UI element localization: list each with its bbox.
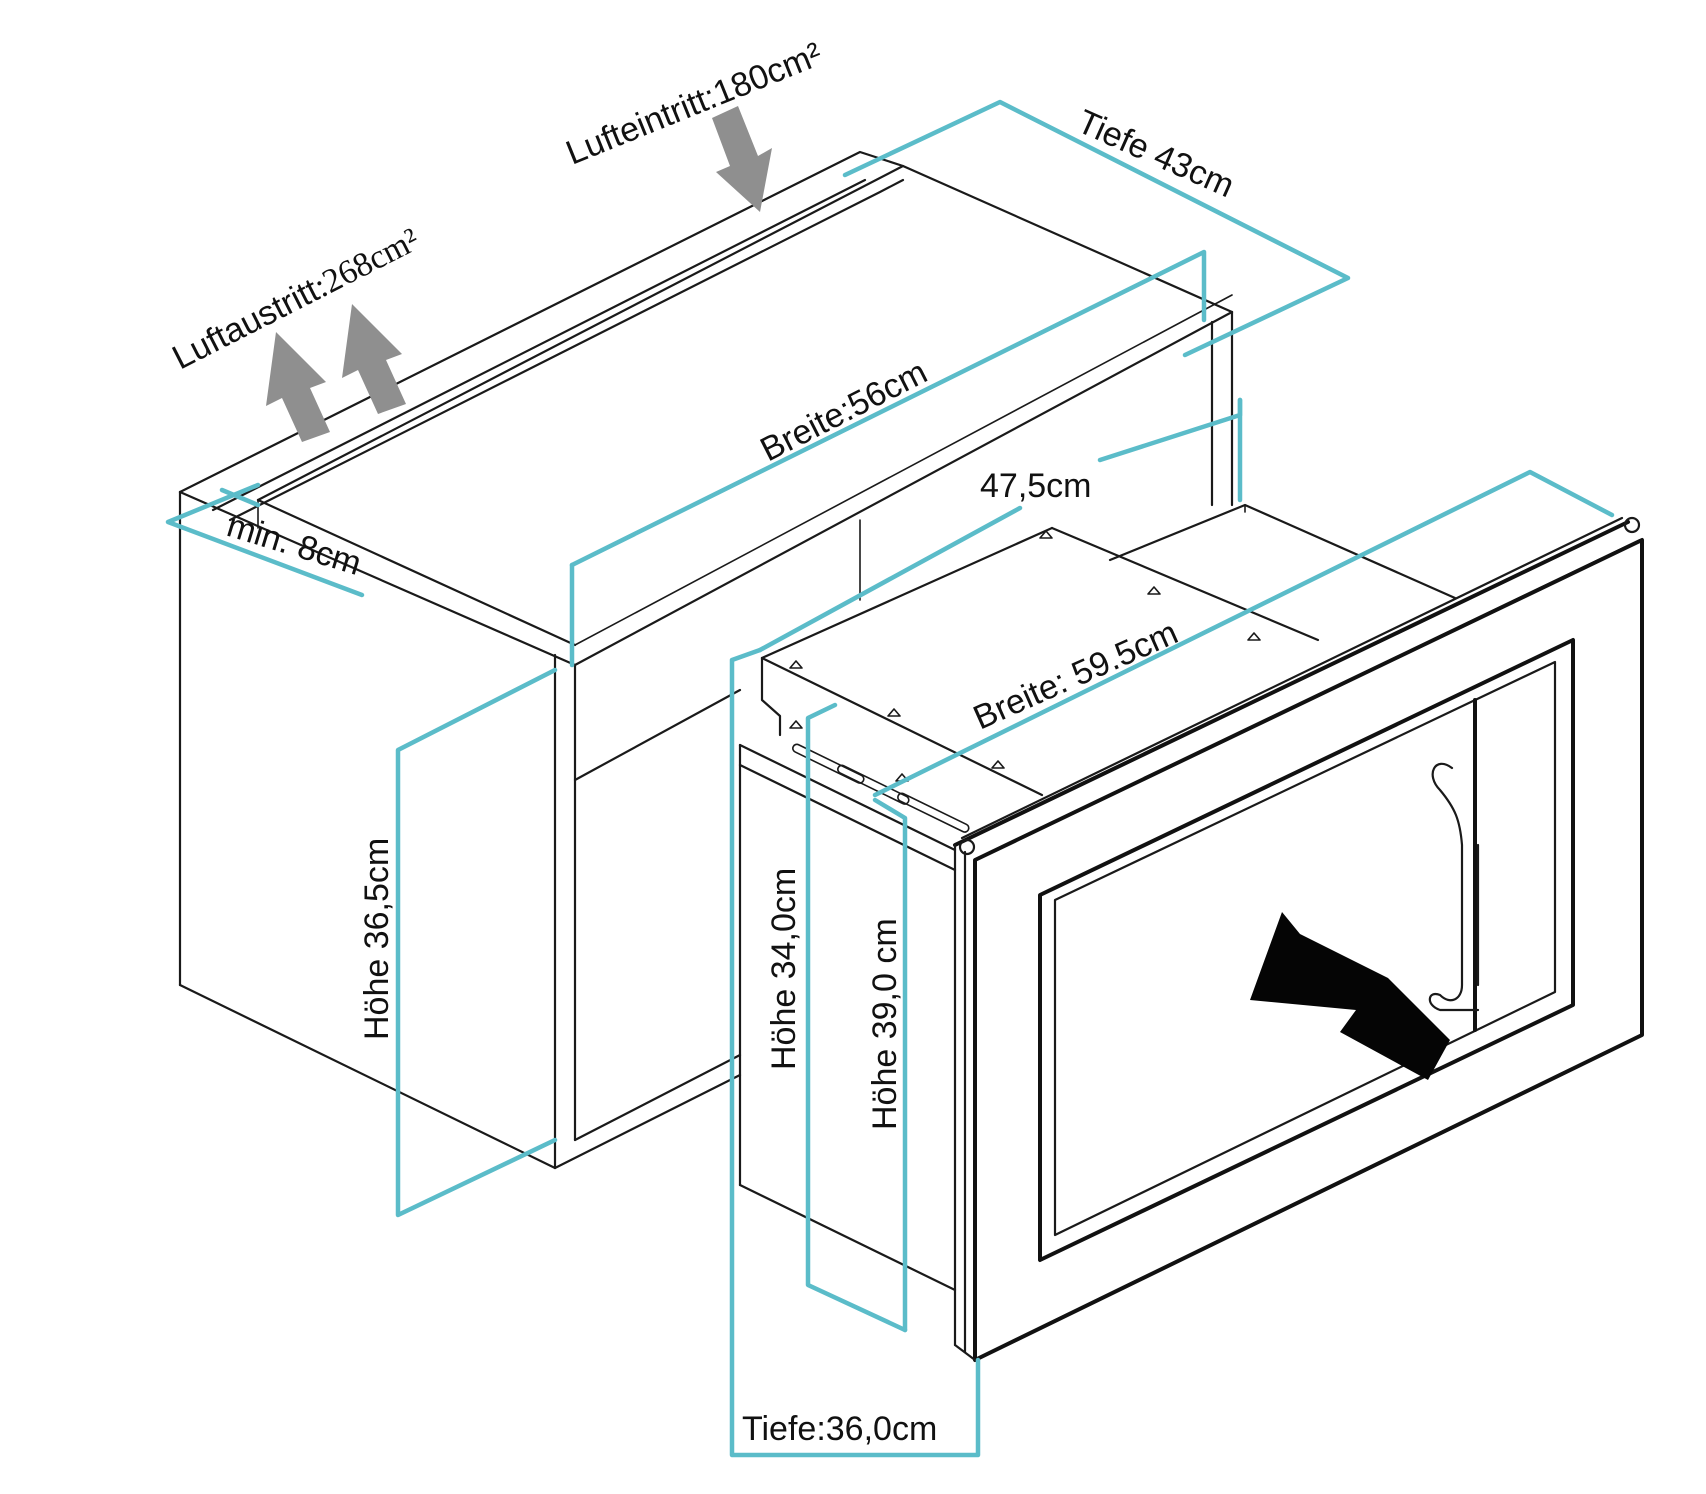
dim-gap-min-tick <box>219 487 261 508</box>
label-appliance-depth: Tiefe:36,0cm <box>742 1410 937 1448</box>
front-frame-top-mid <box>960 516 1624 840</box>
vent-slots <box>792 743 970 833</box>
cabinet-vent-slot-inner <box>228 178 905 522</box>
front-frame-bottom-edge <box>953 1343 977 1362</box>
label-cabinet-width: Breite:56cm <box>754 353 933 469</box>
cabinet-front-bottom-edge-inner <box>573 1053 742 1142</box>
dim-appliance-front-height <box>872 797 908 1333</box>
cabinet-front-bottom-edge <box>553 1073 742 1170</box>
cabinet-top-front-edge <box>178 490 577 667</box>
cabinet-left-bottom-edge <box>178 983 557 1170</box>
dim-cabinet-height <box>395 667 558 1218</box>
arrow-up-icon <box>266 332 330 442</box>
cabinet-vent-slot-outer <box>211 178 867 512</box>
microwave-body-top-back-edge <box>1050 526 1320 642</box>
cabinet-top-right-edge-inner <box>574 294 1233 646</box>
dim-cabinet-depth <box>842 99 1351 358</box>
door-window-inner <box>1053 660 1557 1237</box>
microwave-body-bottom <box>738 1183 957 1292</box>
dim-appliance-width <box>872 469 1615 798</box>
dim-appliance-depth <box>729 647 981 1458</box>
label-cabinet-height: Höhe 36,5cm <box>358 838 396 1040</box>
microwave-body-top-left-edge <box>760 526 1054 660</box>
cabinet-top-right-edge <box>573 310 1234 667</box>
dim-inner-depth-lower <box>757 505 1023 653</box>
label-cabinet-depth: Tiefe 43cm <box>1072 103 1240 206</box>
microwave-body-left-bottom <box>738 743 957 852</box>
arrow-down-icon <box>712 106 772 212</box>
airflow-arrows <box>266 106 772 442</box>
microwave-body-left-bottom-2 <box>738 763 957 872</box>
cabinet-top-inner-edge <box>256 164 1234 502</box>
cabinet-inner-top-shelf <box>573 688 742 782</box>
dim-cabinet-width <box>569 249 1207 568</box>
dimension-lines <box>165 99 1615 1458</box>
arrow-insert-icon <box>1250 912 1450 1080</box>
cabinet-top-back-edge <box>178 150 905 494</box>
label-air-inlet: Lufteintritt:180cm² <box>561 35 828 172</box>
door-window-outer <box>1038 638 1575 1262</box>
corner-screw-right <box>1623 516 1641 534</box>
cabinet-top-front-edge-inner <box>256 498 577 647</box>
label-air-outlet-value: :268cm² <box>308 221 425 305</box>
microwave-body-step <box>760 656 782 737</box>
door-handle <box>1428 762 1480 1012</box>
arrow-up-icon <box>342 304 406 414</box>
label-appliance-front-height: Höhe 39,0 cm <box>866 918 904 1130</box>
cabinet <box>178 150 1234 1170</box>
dim-appliance-body-height <box>805 702 908 1333</box>
front-panel <box>973 538 1644 1362</box>
front-frame-top-outer <box>953 520 1630 847</box>
screw-marks <box>789 530 1261 782</box>
microwave <box>738 503 1645 1362</box>
dim-gap-min <box>165 482 365 598</box>
dim-inner-depth <box>1097 397 1243 463</box>
corner-screw-left <box>958 838 976 856</box>
label-appliance-body-height: Höhe 34,0cm <box>765 868 803 1070</box>
label-inner-depth: 47,5cm <box>980 467 1092 505</box>
microwave-body-top-front-edge <box>760 656 1044 797</box>
